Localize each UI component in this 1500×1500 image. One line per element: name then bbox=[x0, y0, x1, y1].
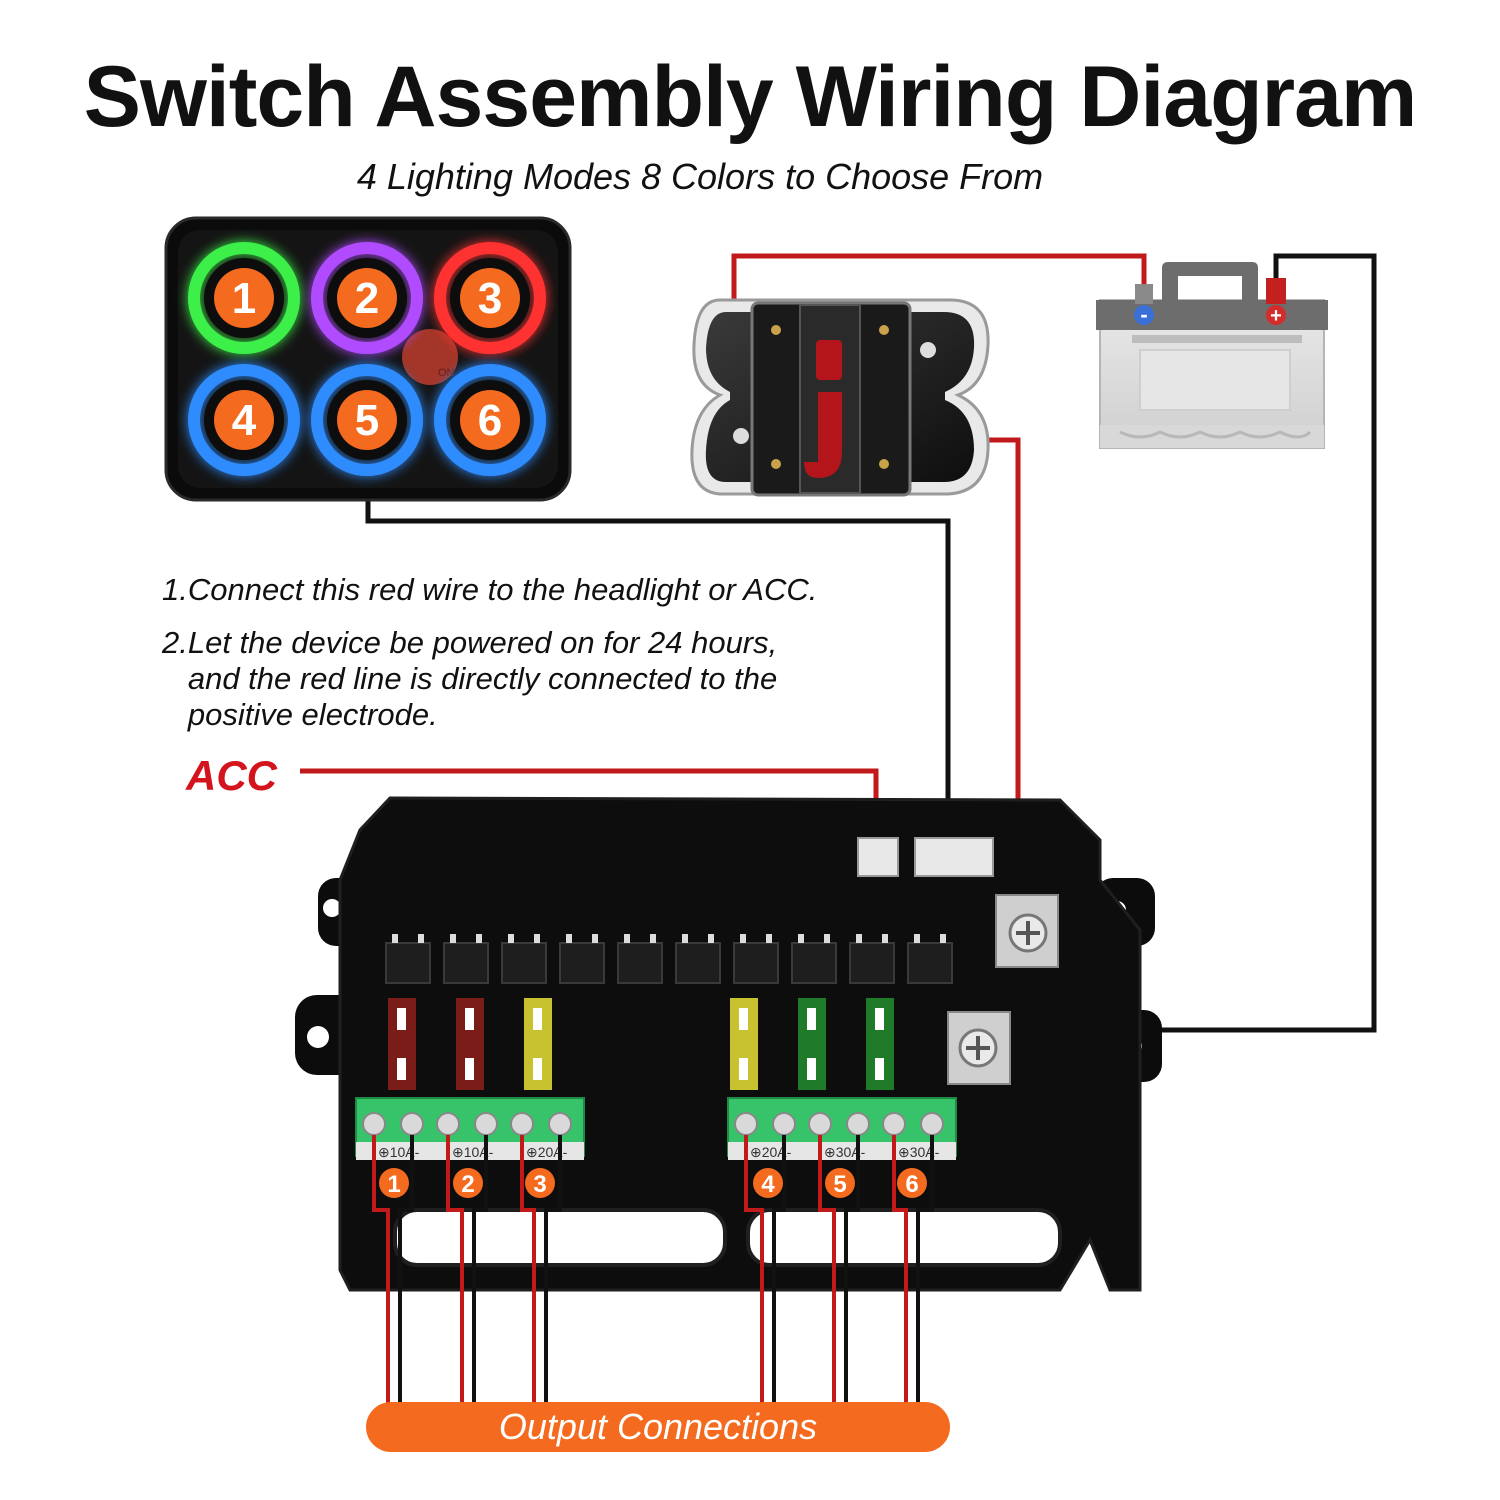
channel-badge bbox=[453, 1168, 483, 1198]
relay bbox=[559, 934, 605, 984]
relay bbox=[907, 934, 953, 984]
screw-terminal bbox=[510, 1112, 534, 1136]
output-black-wire bbox=[398, 1135, 414, 1405]
instruction-note-2: 2.Let the device be powered on for 24 ho… bbox=[162, 625, 778, 732]
switch-button-1[interactable]: 1 bbox=[188, 242, 300, 354]
output-black-wire bbox=[916, 1135, 934, 1405]
switch-button-label: 5 bbox=[355, 396, 379, 445]
relay bbox=[501, 934, 547, 984]
channel-badge-label: 3 bbox=[533, 1171, 546, 1198]
output-connections-label: Output Connections bbox=[366, 1402, 950, 1452]
screw-terminal bbox=[474, 1112, 498, 1136]
output-black-wire bbox=[544, 1135, 562, 1405]
relay bbox=[617, 934, 663, 984]
output-red-wire bbox=[892, 1135, 908, 1405]
output-red-wire bbox=[446, 1135, 464, 1405]
switch-button-label: 3 bbox=[478, 274, 502, 323]
screw-terminal bbox=[846, 1112, 870, 1136]
blade-fuse bbox=[456, 998, 484, 1090]
battery-positive-terminal bbox=[1266, 278, 1286, 304]
fuse-rating-label: ⊕10A- bbox=[378, 1144, 420, 1160]
output-black-wire bbox=[772, 1135, 786, 1405]
panel-center-badge bbox=[402, 329, 458, 385]
switch-button-3[interactable]: 3 bbox=[434, 242, 546, 354]
blade-fuse bbox=[730, 998, 758, 1090]
channel-badge-label: 1 bbox=[387, 1171, 400, 1198]
instruction-note-1: 1.Connect this red wire to the headlight… bbox=[162, 572, 818, 607]
blade-fuse bbox=[388, 998, 416, 1090]
screw-terminal bbox=[436, 1112, 460, 1136]
switch-button-label: 2 bbox=[355, 274, 379, 323]
relay bbox=[733, 934, 779, 984]
channel-badge bbox=[825, 1168, 855, 1198]
relay bbox=[443, 934, 489, 984]
output-black-wire bbox=[472, 1135, 488, 1405]
screw-terminal bbox=[548, 1112, 572, 1136]
panel-connector bbox=[914, 837, 994, 877]
screw-terminal bbox=[920, 1112, 944, 1136]
screw-terminal bbox=[734, 1112, 758, 1136]
channel-badge bbox=[525, 1168, 555, 1198]
page-subtitle: 4 Lighting Modes 8 Colors to Choose From bbox=[356, 156, 1044, 197]
channel-badge-label: 4 bbox=[761, 1171, 775, 1198]
output-red-wire bbox=[520, 1135, 536, 1405]
output-red-wire bbox=[818, 1135, 836, 1405]
channel-badge-label: 5 bbox=[833, 1171, 846, 1198]
switch-button-label: 4 bbox=[232, 396, 257, 445]
circuit-breaker bbox=[690, 298, 990, 497]
screw-terminal bbox=[400, 1112, 424, 1136]
screw-terminal bbox=[362, 1112, 386, 1136]
battery-positive-label: + bbox=[1270, 305, 1282, 327]
channel-badge-label: 2 bbox=[461, 1171, 474, 1198]
relay bbox=[791, 934, 837, 984]
fuse-rating-label: ⊕20A- bbox=[750, 1144, 792, 1160]
wires bbox=[300, 253, 1377, 1033]
blade-fuse bbox=[866, 998, 894, 1090]
blade-fuse bbox=[524, 998, 552, 1090]
output-red-wire bbox=[372, 1135, 390, 1405]
output-wires bbox=[372, 1135, 934, 1405]
acc-connector bbox=[857, 837, 899, 877]
switch-button-2[interactable]: 2 bbox=[311, 242, 423, 354]
red-wire-breaker-battery bbox=[731, 253, 1147, 335]
fuse-rating-label: ⊕30A- bbox=[898, 1144, 940, 1160]
channel-badge bbox=[753, 1168, 783, 1198]
switch-button-5[interactable]: 5 bbox=[311, 364, 423, 476]
switch-button-label: 6 bbox=[478, 396, 502, 445]
relay bbox=[385, 934, 431, 984]
switch-panel: ON 1 2 3 4 5 6 bbox=[164, 216, 572, 502]
screw-terminal bbox=[882, 1112, 906, 1136]
switch-button-4[interactable]: 4 bbox=[188, 364, 300, 476]
screw-terminal bbox=[808, 1112, 832, 1136]
blade-fuse bbox=[798, 998, 826, 1090]
channel-badge-label: 6 bbox=[905, 1171, 918, 1198]
channel-badges: 1 2 3 4 5 6 bbox=[379, 1168, 927, 1198]
fuse-rating-label: ⊕20A- bbox=[526, 1144, 568, 1160]
switch-button-label: 1 bbox=[232, 274, 256, 323]
battery: - + bbox=[1096, 262, 1328, 449]
channel-badge bbox=[379, 1168, 409, 1198]
controller-box: ⊕10A- ⊕10A- ⊕20A- ⊕20A- ⊕30A- ⊕30A- bbox=[295, 796, 1162, 1292]
screw-terminal bbox=[772, 1112, 796, 1136]
channel-badge bbox=[897, 1168, 927, 1198]
fuse-rating-label: ⊕30A- bbox=[824, 1144, 866, 1160]
black-wire-battery-controller bbox=[1005, 253, 1377, 1033]
relay bbox=[675, 934, 721, 984]
acc-label: ACC bbox=[186, 752, 277, 799]
battery-negative-label: - bbox=[1140, 302, 1147, 327]
output-red-wire bbox=[744, 1135, 764, 1405]
relay bbox=[849, 934, 895, 984]
output-black-wire bbox=[844, 1135, 860, 1405]
panel-center-badge-text: ON bbox=[438, 367, 455, 379]
battery-negative-terminal bbox=[1135, 284, 1153, 304]
page-title: Switch Assembly Wiring Diagram bbox=[83, 49, 1418, 145]
black-wire-panel-controller bbox=[365, 498, 951, 842]
fuse-rating-label: ⊕10A- bbox=[452, 1144, 494, 1160]
switch-button-6[interactable]: 6 bbox=[434, 364, 546, 476]
